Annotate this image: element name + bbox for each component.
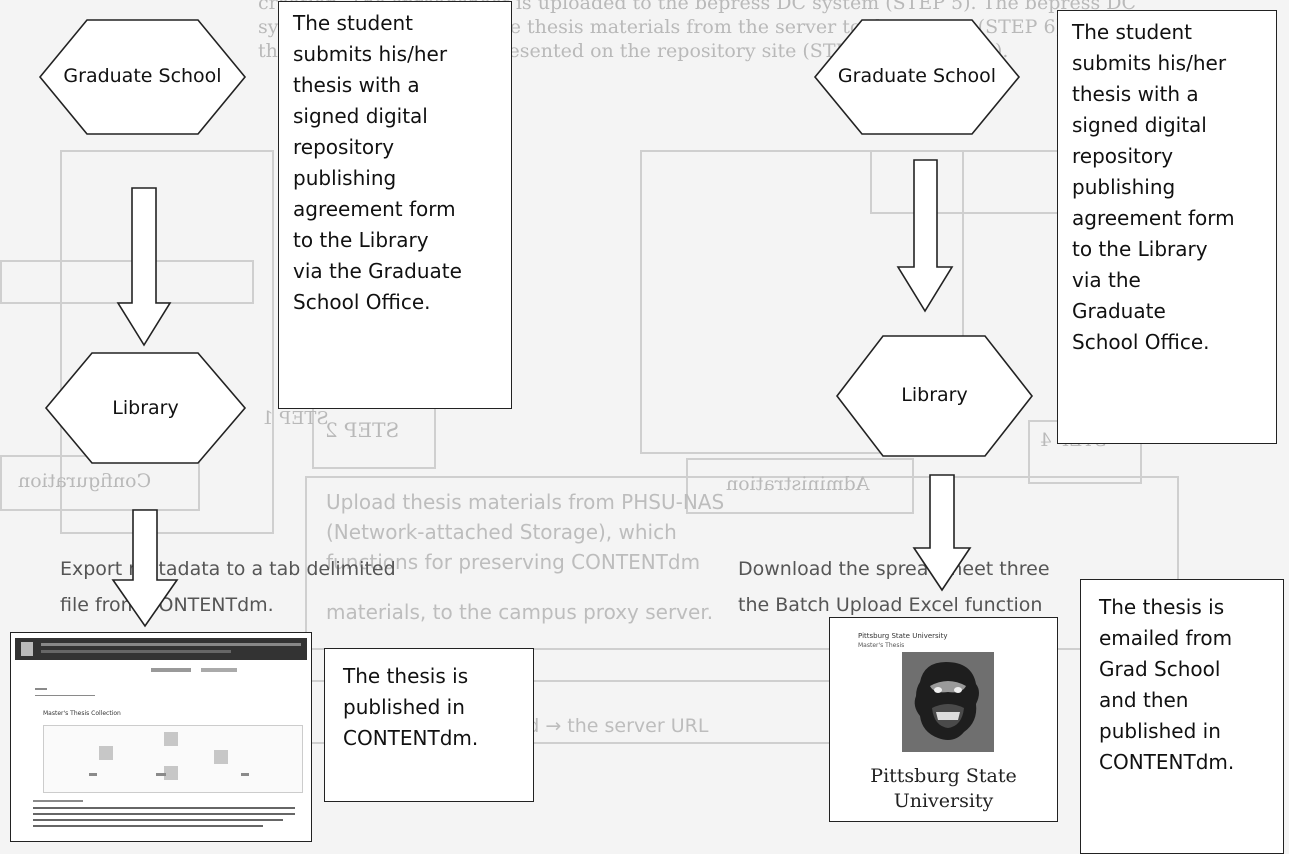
note-line: The thesis is [343,664,469,688]
hexagon-library-right [835,335,1034,457]
note-line: Grad School [1099,657,1221,681]
nav-line [151,668,191,672]
content-block [164,732,178,746]
arrow-down-right-2 [912,474,972,592]
arrow-down-left-1 [116,187,172,347]
thesis-cover-image: Pittsburg State University Master's Thes… [829,617,1058,822]
note-line: thesis with a [1072,82,1199,106]
university-name-line: University [893,790,994,812]
content-block [99,746,113,760]
note-line: submits his/her [1072,51,1227,75]
note-line: The student [1072,20,1193,44]
note-line: The thesis is [1099,595,1225,619]
note-submission-left: The student submits his/her thesis with … [278,1,512,409]
note-line: via the Graduate [293,259,462,283]
university-name: Pittsburg State University [830,764,1057,814]
note-line: submits his/her [293,42,448,66]
note-line: agreement form [293,197,456,221]
header-text-line [41,643,301,646]
text-line [89,773,97,776]
note-line: Graduate [1072,299,1166,323]
note-line: published in [343,695,465,719]
contentdm-screenshot: Master's Thesis Collection [10,632,312,842]
arrow-down-left-2 [111,509,179,628]
node-library-left: Library [112,397,179,419]
text-line [241,773,249,776]
note-line: to the Library [1072,237,1208,261]
hexagon-graduate-school-left [38,19,247,135]
header-text-line [41,650,231,653]
text-line [33,807,295,809]
note-line: agreement form [1072,206,1235,230]
note-line: School Office. [1072,330,1210,354]
note-line: publishing [293,166,397,190]
note-line: thesis with a [293,73,420,97]
node-graduate-school-left: Graduate School [63,65,222,87]
note-line: via the [1072,268,1141,292]
note-line: signed digital [1072,113,1207,137]
text-line [35,695,95,696]
university-logo [21,642,33,656]
node-graduate-school-right: Graduate School [837,65,997,87]
note-line: published in [1099,719,1221,743]
text-line [33,825,263,827]
note-line: to the Library [293,228,429,252]
text-line [35,688,47,690]
hexagon-graduate-school-right [813,19,1021,135]
cover-heading: Pittsburg State University [858,632,948,640]
cover-subheading: Master's Thesis [858,642,905,649]
arrow-down-right-1 [896,159,954,313]
text-line [33,800,83,802]
note-line: and then [1099,688,1189,712]
collection-title: Master's Thesis Collection [43,710,121,717]
note-published-right: The thesis is emailed from Grad School a… [1080,579,1284,854]
text-line [33,819,283,821]
note-line: repository [293,135,395,159]
collection-content-box [43,725,303,793]
note-line: signed digital [293,104,428,128]
note-line: School Office. [293,290,431,314]
note-submission-right: The student submits his/her thesis with … [1057,10,1277,444]
note-line: repository [1072,144,1174,168]
note-published-left: The thesis is published in CONTENTdm. [324,648,534,802]
content-block [164,766,178,780]
content-block [214,750,228,764]
note-line: CONTENTdm. [343,726,479,750]
note-line: CONTENTdm. [1099,750,1235,774]
text-line [33,813,295,815]
site-header-bar [15,638,307,660]
nav-line [201,668,237,672]
note-line: The student [293,11,414,35]
node-library-right: Library [901,384,968,406]
hexagon-library-left [44,352,247,464]
university-name-line: Pittsburg State [870,765,1017,787]
note-line: emailed from [1099,626,1233,650]
text-line [156,773,166,776]
gorilla-mascot-logo [902,652,994,752]
note-line: publishing [1072,175,1176,199]
